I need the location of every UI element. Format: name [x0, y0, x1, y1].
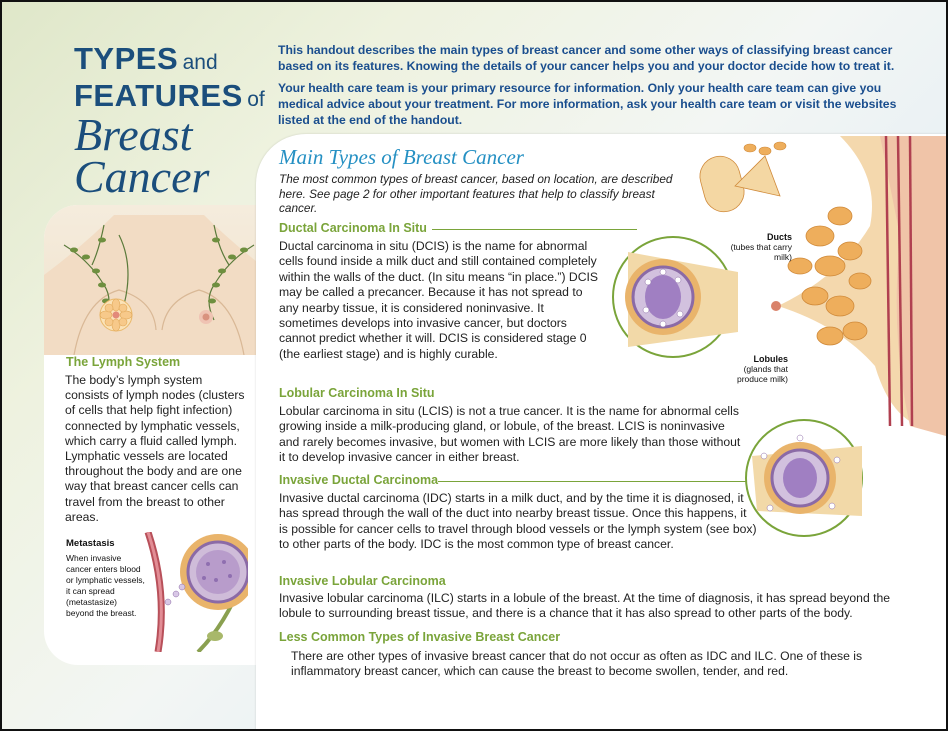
lymph-system-illustration [44, 205, 274, 355]
intro-paragraph-1: This handout describes the main types of… [278, 43, 895, 73]
title-features: FEATURES [74, 78, 243, 113]
title-cancer: Cancer [74, 151, 210, 202]
lobules-label-sub: (glands that produce milk) [736, 364, 788, 384]
title-types: TYPES [74, 41, 179, 76]
title-and: and [182, 51, 218, 74]
dcis-leader-line [432, 229, 637, 230]
main-types-subtitle: The most common types of breast cancer, … [279, 172, 673, 215]
intro-paragraph-2: Your health care team is your primary re… [278, 81, 897, 127]
page-title: TYPES and FEATURES of Breast Cancer [74, 40, 265, 202]
idc-text: Invasive ductal carcinoma (IDC) starts i… [279, 491, 757, 552]
idc-heading: Invasive Ductal Carcinoma [279, 473, 439, 487]
lymph-system-heading: The Lymph System [66, 355, 181, 369]
lcis-text: Lobular carcinoma in situ (LCIS) is not … [279, 404, 741, 465]
ducts-label: Ducts (tubes that carry milk) [730, 232, 792, 262]
main-types-title: Main Types of Breast Cancer [279, 145, 524, 169]
less-common-heading: Less Common Types of Invasive Breast Can… [279, 630, 561, 644]
dcis-heading: Ductal Carcinoma In Situ [279, 221, 427, 235]
breast-anatomy-illustration [690, 135, 946, 441]
metastasis-heading: Metastasis [66, 538, 115, 549]
intro-text: This handout describes the main types of… [278, 42, 918, 134]
ilc-heading: Invasive Lobular Carcinoma [279, 574, 446, 588]
idc-leader-line [438, 481, 778, 482]
ilc-text: Invasive lobular carcinoma (ILC) starts … [279, 591, 891, 621]
metastasis-illustration [138, 530, 256, 657]
metastasis-text: When invasive cancer enters blood or lym… [66, 553, 145, 618]
title-breast: Breast [74, 109, 193, 160]
lobules-label-title: Lobules [753, 354, 788, 364]
dcis-illustration [608, 232, 748, 367]
lcis-heading: Lobular Carcinoma In Situ [279, 386, 435, 400]
idc-illustration [742, 416, 866, 545]
lymph-system-text: The body’s lymph system consists of lymp… [65, 373, 245, 524]
dcis-text: Ductal carcinoma in situ (DCIS) is the n… [279, 239, 599, 361]
less-common-text: There are other types of invasive breast… [291, 649, 863, 679]
title-of: of [247, 88, 265, 111]
ducts-label-sub: (tubes that carry milk) [730, 242, 792, 262]
lobules-label: Lobules (glands that produce milk) [722, 354, 788, 384]
ducts-label-title: Ducts [766, 232, 792, 242]
